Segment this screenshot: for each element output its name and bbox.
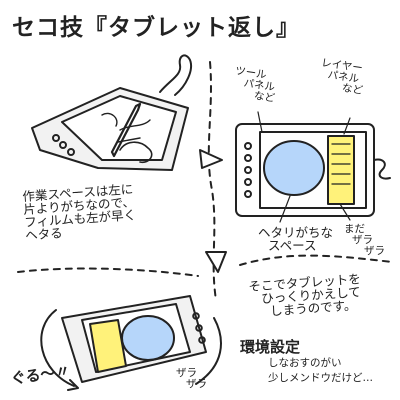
tablet-button [59, 141, 67, 149]
tablet-button [244, 142, 252, 150]
worn-area [121, 315, 175, 361]
stylus-icon [110, 102, 142, 158]
divider-dashed [239, 254, 393, 266]
pointer-line [343, 117, 351, 135]
bottom-rough-label: ザラ ザラ [176, 367, 207, 391]
hand-sketch [119, 141, 153, 164]
left-side-note: 作業スペースは左に 片よりがちなので、 フィルムも左が早く ヘタる [21, 181, 137, 244]
arrow-right-icon [199, 149, 223, 169]
layer-panels-label: レイヤー パネル など [320, 57, 364, 97]
divider-dashed [207, 61, 217, 301]
tablet-button [67, 148, 75, 156]
tablet-button [244, 178, 252, 186]
tablet-top-left-screen [61, 95, 177, 161]
tool-panels-label: ツール パネル など [234, 65, 276, 105]
tablet-button [244, 154, 252, 162]
pointer-line [339, 203, 351, 221]
page-title: セコ技『タブレット返し』 [12, 15, 300, 41]
rotation-arrow [40, 309, 75, 387]
tablet-button [198, 336, 206, 344]
tablet-cable [373, 158, 391, 180]
arrow-down-icon [205, 251, 227, 273]
tablet-cable [159, 54, 192, 96]
rough-lines [331, 143, 351, 185]
rotation-arrow [195, 317, 222, 385]
worn-space-label: ヘタリがちな スペース [258, 225, 334, 254]
worn-area [263, 140, 325, 196]
still-rough-label: まだ ザラ ザラ [344, 223, 385, 258]
env-settings-label: 環境設定 [240, 338, 301, 356]
tablet-button [192, 312, 200, 320]
pointer-line [279, 195, 291, 223]
rough-area [327, 135, 355, 205]
arrow-head [67, 379, 79, 391]
tablet-button [52, 134, 60, 142]
divider-dashed [17, 267, 199, 277]
tablet-button [244, 190, 252, 198]
flip-note: そこでタブレットを ひっくりかえして しまうのです。 [247, 271, 362, 319]
settings-note: しなおすのがい 少しメンドウだけど… [268, 357, 373, 385]
tablet-button [244, 166, 252, 174]
pointer-line [257, 111, 263, 133]
tablet-button [195, 324, 203, 332]
rough-area [89, 319, 127, 373]
